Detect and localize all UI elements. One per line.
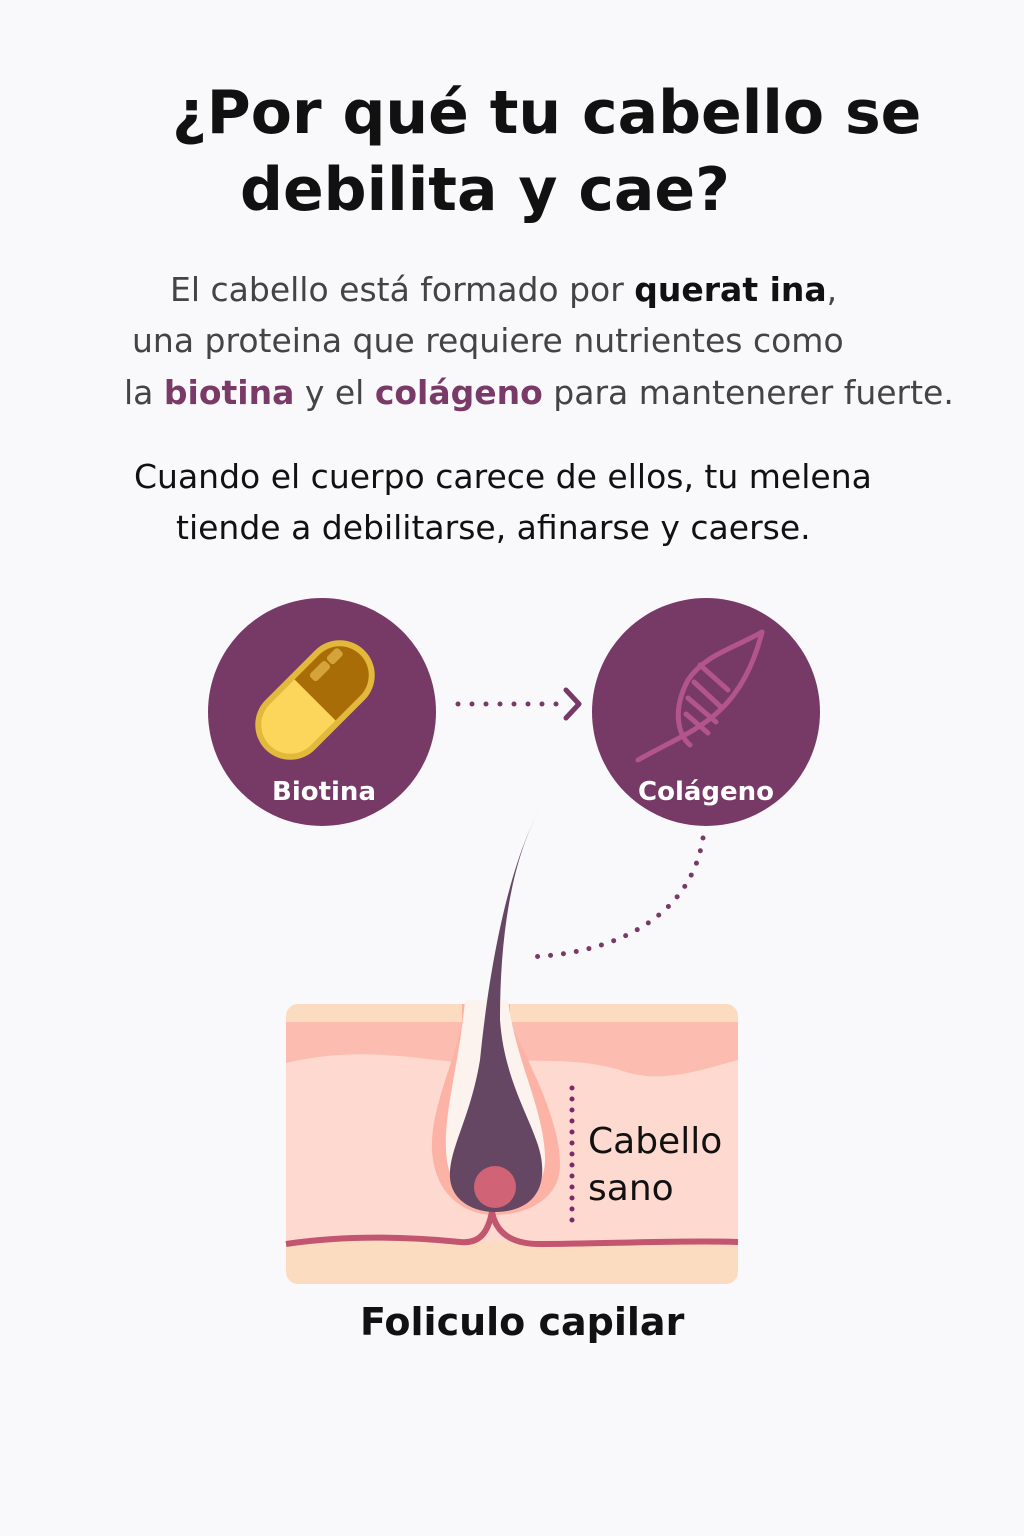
intro-text: la (124, 373, 164, 412)
intro-text: , (826, 270, 838, 309)
hair-strand (449, 803, 543, 1212)
biotin-highlight: biotina (163, 373, 295, 412)
arrow-head-icon (563, 687, 582, 721)
intro-text: y el (294, 373, 375, 412)
intro-line-3: la biotina y el colágeno para mantenerer… (124, 373, 954, 412)
warning-line-1: Cuando el cuerpo carece de ellos, tu mel… (134, 457, 872, 496)
intro-text: para mantenerer fuerte. (542, 373, 954, 412)
title-line-2: debilita y cae? (240, 155, 730, 225)
dotted-connector (522, 835, 706, 960)
intro-text: El cabello está formado por (170, 270, 635, 309)
collagen-label: Colágeno (638, 777, 775, 807)
healthy-hair-label-2: sano (588, 1168, 674, 1209)
keratin-highlight: querat ina (634, 270, 827, 309)
dermal-papilla (474, 1166, 516, 1208)
healthy-hair-label-1: Cabello (588, 1121, 723, 1162)
dna-icon (635, 629, 765, 763)
follicle-caption: Foliculo capilar (360, 1300, 685, 1344)
intro-line-1: El cabello está formado por querat ina, (170, 270, 837, 309)
intro-line-2: una proteina que requiere nutrientes com… (132, 321, 844, 360)
warning-line-2: tiende a debilitarse, afinarse y caerse. (176, 508, 811, 547)
title-line-1: ¿Por qué tu cabello se (172, 78, 922, 148)
capsule-icon (255, 640, 375, 760)
collagen-highlight: colágeno (374, 373, 543, 412)
biotin-label: Biotina (272, 777, 376, 807)
